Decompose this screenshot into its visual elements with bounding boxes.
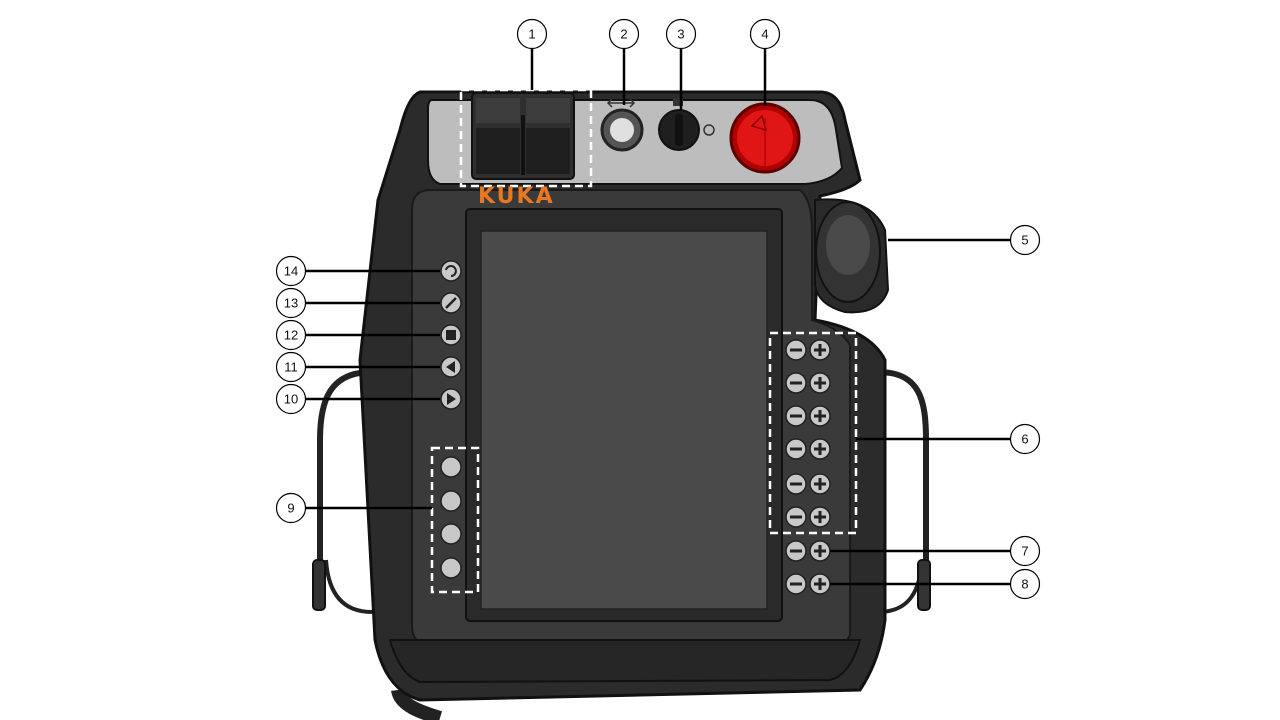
callout-4: 4 [749,18,781,50]
plus-key[interactable] [809,339,831,361]
callout-6-frame [768,331,858,535]
plus-key[interactable] [809,372,831,394]
callout-6: 6 [1009,423,1041,455]
minus-key[interactable] [785,573,807,595]
start-icon[interactable] [440,388,462,410]
callout-label: 2 [620,27,627,42]
callout-11: 11 [275,351,307,383]
callout-label: 12 [284,328,298,343]
callout-label: 8 [1021,577,1028,592]
minus-key[interactable] [785,506,807,528]
callout-1-frame [459,88,593,188]
plus-key[interactable] [809,438,831,460]
callout-label: 7 [1021,544,1028,559]
cable [391,688,443,720]
callout-label: 14 [284,264,298,279]
brand-logo: KUKA [478,184,555,209]
callout-label: 3 [677,27,684,42]
callout-label: 5 [1021,233,1028,248]
callout-9: 9 [275,492,307,524]
plus-key[interactable] [809,573,831,595]
minus-key[interactable] [785,473,807,495]
callout-12: 12 [275,319,307,351]
main-menu-icon[interactable] [440,260,462,282]
minus-key[interactable] [785,372,807,394]
callout-label: 13 [284,296,298,311]
callout-14: 14 [275,255,307,287]
plus-key[interactable] [809,473,831,495]
callout-9-frame [430,446,480,594]
callout-5: 5 [1009,224,1041,256]
touch-screen[interactable] [480,230,768,610]
plus-key[interactable] [809,506,831,528]
minus-key[interactable] [785,405,807,427]
callout-10: 10 [275,383,307,415]
technology-icon[interactable] [440,292,462,314]
leader-lines [305,48,1010,586]
stop-icon[interactable] [440,324,462,346]
plus-key[interactable] [809,540,831,562]
user-keys[interactable] [440,456,462,579]
minus-key[interactable] [785,339,807,361]
callout-7: 7 [1009,535,1041,567]
right-handle [877,369,929,600]
left-handle [317,369,373,600]
callout-1: 1 [516,18,548,50]
usb-slot-icon [471,92,575,180]
callout-label: 6 [1021,432,1028,447]
emergency-stop-icon[interactable] [729,102,801,174]
minus-key[interactable] [785,540,807,562]
callout-2: 2 [608,18,640,50]
callout-label: 11 [284,360,298,375]
callout-13: 13 [275,287,307,319]
callout-label: 9 [287,501,294,516]
callout-label: 4 [761,27,768,42]
callout-3: 3 [665,18,697,50]
keyswitch-icon [658,98,715,151]
plus-key[interactable] [809,405,831,427]
callout-label: 1 [528,27,535,42]
callout-8: 8 [1009,568,1041,600]
mode-arrows-icon [606,98,636,108]
minus-key[interactable] [785,438,807,460]
callout-label: 10 [284,392,298,407]
start-backwards-icon[interactable] [440,356,462,378]
space-mouse-icon[interactable] [814,198,890,314]
